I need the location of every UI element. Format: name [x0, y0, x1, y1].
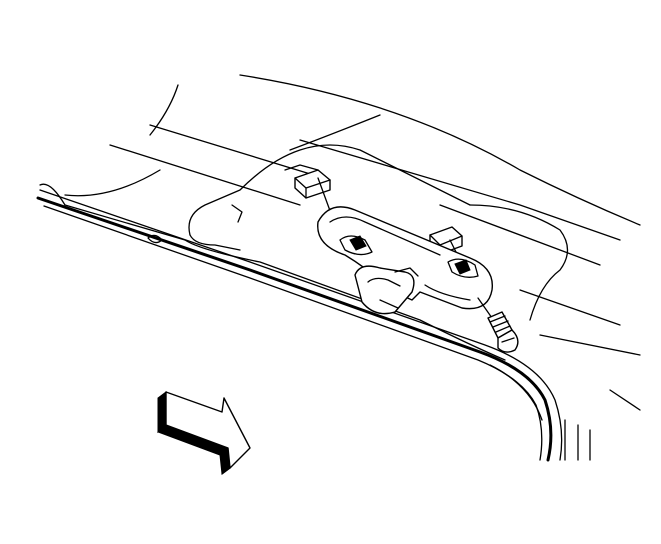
handle-trim-plate — [188, 144, 569, 321]
mounting-boss-rear — [284, 164, 331, 199]
screw-fastener — [477, 297, 519, 353]
arrow-right-icon — [157, 391, 251, 475]
handle-end-cap — [354, 265, 419, 315]
roof-outline — [109, 74, 641, 411]
assist-handle — [317, 206, 494, 310]
door-frame-weatherstrip — [36, 189, 591, 462]
